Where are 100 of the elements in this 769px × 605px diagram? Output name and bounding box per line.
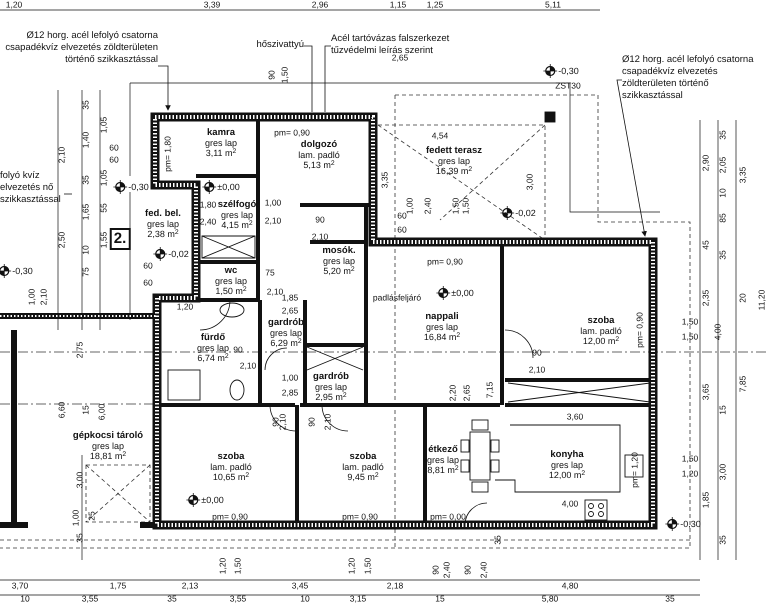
room-area: 16,84 m$^{2}$ — [424, 332, 460, 342]
dimension-value: 3,55 — [230, 594, 246, 604]
dimension-value: padlásfeljáró — [372, 294, 422, 302]
dimension-value: pm= 0,90 — [427, 258, 463, 266]
room-name: dolgozó — [300, 140, 338, 150]
room-area: 6,29 m$^{2}$ — [270, 338, 302, 348]
dimension-value: 15 — [435, 594, 445, 604]
dimension-value: 2,40 — [442, 562, 452, 578]
dimension-value: pm= 1,20 — [630, 452, 640, 488]
dimension-value: 10 — [718, 188, 728, 198]
dimension-value: 4,00 — [714, 324, 722, 340]
elevation-level: ±0,00 — [201, 495, 224, 505]
floor-finish: lam. padló — [210, 462, 252, 472]
dimension-value: 1,65 — [82, 204, 90, 220]
room-area: 5,20 m$^{2}$ — [323, 266, 355, 276]
room-area: 1,50 m$^{2}$ — [215, 286, 247, 296]
dimension-value: 7,85 — [738, 376, 748, 392]
dimension-value: 2,10 — [240, 362, 256, 370]
dimension-value: 2,20 — [448, 384, 458, 402]
dimension-value: 6,00 — [98, 404, 106, 420]
floor-finish: lam. padló — [298, 150, 340, 160]
floor-finish: gres lap — [220, 210, 254, 220]
dimension-value: 2,50 — [58, 232, 66, 248]
dimension-value: 10 — [20, 594, 30, 604]
dimension-value: 1,25 — [426, 0, 444, 10]
dimension-value: 2,40 — [200, 218, 216, 226]
dimension-value: 3,00 — [718, 464, 728, 480]
dimension-value: 7,15 — [486, 382, 494, 398]
dimension-value: 1,20 — [176, 302, 194, 312]
elevation-level: ±0,00 — [217, 182, 240, 192]
elevation-level: -0,30 — [12, 266, 33, 276]
dimension-value: pm= 0,90 — [274, 128, 310, 138]
floor-finish: gres lap — [146, 219, 180, 229]
dimension-value: 2,10 — [312, 232, 328, 242]
dimension-value: 2,65 — [392, 54, 408, 62]
elevation-level: -0,30 — [558, 66, 579, 76]
dimension-value: 1,40 — [82, 132, 90, 148]
dimension-value: 45 — [702, 240, 710, 250]
dimension-value: 3,00 — [526, 174, 534, 190]
dimension-value: 1,05 — [100, 116, 108, 134]
dimension-value: 1,75 — [110, 582, 126, 590]
dimension-value: 85 — [718, 213, 728, 223]
dimension-value: 1,15 — [390, 0, 406, 10]
dimension-value: 35 — [82, 100, 90, 110]
dimension-value: 3,39 — [204, 0, 220, 10]
dimension-value: 75 — [265, 268, 275, 278]
dimension-value: 2,90 — [702, 154, 710, 172]
dimension-value: 55 — [100, 203, 108, 213]
floor-finish: gres lap — [438, 156, 470, 166]
dimension-value: 2,10 — [266, 288, 284, 296]
dimension-value: pm= 0,90 — [636, 312, 644, 348]
room-name: szoba — [588, 316, 614, 326]
room-area: 16,39 m$^{2}$ — [436, 166, 472, 176]
dimension-value: 2,10 — [324, 414, 332, 430]
floor-finish: gres lap — [322, 256, 356, 266]
dimension-value: 1,20 — [348, 558, 356, 574]
floor-finish: gres lap — [196, 343, 230, 353]
room-name: fed. bel. — [145, 209, 181, 219]
dimension-value: 75 — [82, 267, 90, 277]
dimension-value: 1,50 — [364, 558, 372, 574]
dimension-value: 35 — [76, 533, 84, 543]
room-area: 2,38 m$^{2}$ — [147, 229, 179, 239]
dimension-value: 1,00 — [406, 198, 414, 214]
leader-line — [324, 46, 332, 112]
room-name: wc — [224, 266, 238, 276]
dimension-value: 2,10 — [278, 414, 288, 430]
dimension-value: 1,20 — [682, 470, 698, 478]
dimension-value: 1,50 — [682, 318, 698, 326]
leader-line — [616, 80, 647, 237]
dimension-value: 1,20 — [6, 0, 22, 10]
dimension-value: 1,50 — [682, 454, 698, 464]
dimension-value: 90 — [315, 216, 325, 224]
room-name: gardrób — [268, 318, 304, 328]
dimension-value: 90 — [432, 565, 440, 575]
room-area: 18,81 m$^{2}$ — [90, 451, 126, 461]
floor-finish: lam. padló — [580, 326, 622, 336]
dimension-value: 35 — [665, 594, 675, 604]
dimension-value: 1,00 — [72, 510, 80, 526]
annotation-note: hőszivattyú — [255, 39, 304, 51]
dimension-value: 2,65 — [282, 306, 298, 316]
room-area: 6,74 m$^{2}$ — [197, 353, 229, 363]
floor-finish: lam. padló — [342, 462, 384, 472]
dimension-value: 1,00 — [28, 288, 36, 306]
dimension-value: 60 — [109, 156, 119, 164]
dimension-value: 1,20 — [218, 558, 228, 574]
leader-line — [304, 46, 312, 112]
dimension-value: 1,05 — [100, 170, 108, 186]
dimension-value: 25 — [88, 511, 96, 521]
elevation-level: ±0,00 — [451, 288, 474, 298]
room-name: konyha — [550, 450, 584, 460]
dimension-value: 2,40 — [480, 562, 488, 578]
room-area: 12,00 m$^{2}$ — [582, 336, 620, 346]
dimension-value: 90 — [272, 417, 280, 427]
room-name: szélfogó — [218, 200, 256, 210]
dimension-value: pm= 0,90 — [342, 512, 378, 522]
room-area: 12,00 m$^{2}$ — [548, 470, 586, 480]
dimension-value: 2,05 — [718, 156, 728, 174]
dimension-value: pm= 1,80 — [164, 136, 172, 172]
dimension-value: 90 — [268, 70, 276, 80]
dimension-value: 1,00 — [264, 198, 282, 208]
